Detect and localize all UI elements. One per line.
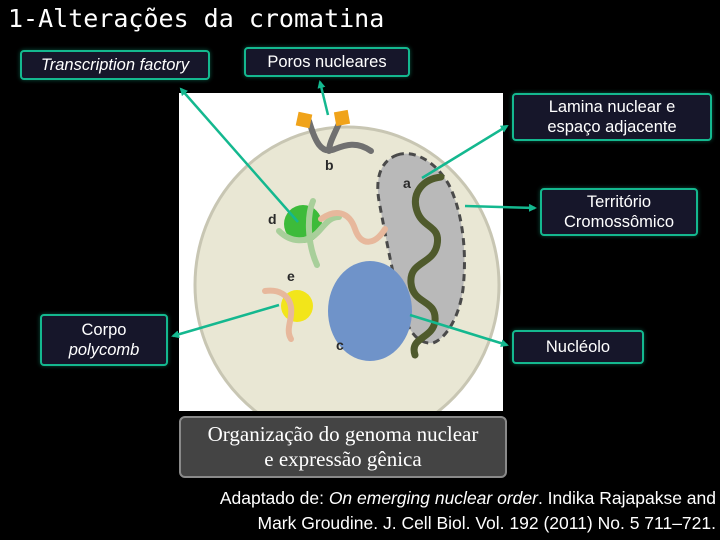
nuclear-lamina-label: Lamina nuclear e espaço adjacente [512, 93, 712, 141]
nucleolus [328, 261, 412, 361]
nucleus-figure: a b c d e [179, 93, 503, 411]
polycomb-body-text: Corpo [81, 321, 127, 339]
nucleus-illustration: a b c d e [193, 109, 501, 411]
slide-title: 1-Alterações da cromatina [8, 4, 385, 33]
transcription-factory-label: Transcription factory [20, 50, 210, 80]
figure-letter-b: b [325, 157, 334, 173]
credit-article-title: On emerging nuclear order [328, 488, 538, 508]
polycomb-body-italic-text: polycomb [68, 341, 140, 359]
nuclear-lamina-text: Lamina nuclear e espaço adjacente [547, 98, 677, 136]
chromatin-loop-d1 [276, 214, 342, 244]
credit-suffix: . Indika Rajapakse and [537, 488, 716, 508]
chromatin-loop-e [262, 287, 295, 342]
caption-line-1: Organização do genoma nuclear [207, 422, 479, 446]
chromatin-loop-d2 [305, 198, 320, 268]
nuclear-pore-left [295, 111, 313, 129]
source-credit: Adaptado de: On emerging nuclear order. … [120, 486, 716, 536]
chromatin-loop-d3 [318, 210, 388, 245]
nucleolus-text: Nucléolo [545, 338, 611, 356]
chromosome-territory-text: Território Cromossômico [563, 193, 675, 231]
nuclear-pores-text: Poros nucleares [267, 53, 387, 71]
credit-prefix: Adaptado de: [219, 488, 329, 508]
figure-letter-e: e [287, 268, 295, 284]
nucleolus-label: Nucléolo [512, 330, 644, 364]
figure-caption: Organização do genoma nuclear e expressã… [179, 416, 507, 478]
figure-letter-c: c [336, 337, 344, 353]
figure-letter-a: a [403, 175, 411, 191]
polycomb-body-label: Corpo polycomb [40, 314, 168, 366]
nuclear-pore-right [333, 109, 351, 127]
caption-line-2: e expressão gênica [264, 447, 422, 471]
nuclear-pores-label: Poros nucleares [244, 47, 410, 77]
chromosome-territory-label: Território Cromossômico [540, 188, 698, 236]
transcription-factory-text: Transcription factory [40, 56, 190, 74]
figure-letter-d: d [268, 211, 277, 227]
credit-line-2: Mark Groudine. J. Cell Biol. Vol. 192 (2… [257, 513, 717, 533]
credit-line-1: Adaptado de: On emerging nuclear order. … [120, 486, 716, 511]
chromatin-loop-b [306, 118, 374, 154]
